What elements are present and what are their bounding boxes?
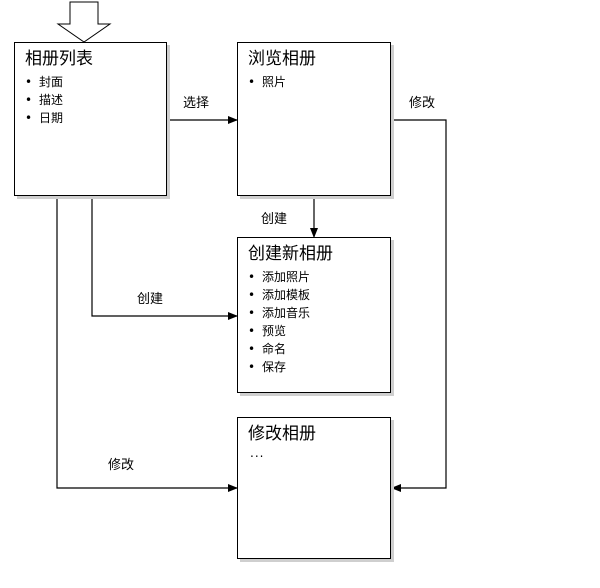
list-item: •添加音乐 — [248, 306, 311, 320]
list-item: •日期 — [25, 111, 64, 125]
list-item: •封面 — [25, 75, 64, 89]
bullet-icon: • — [248, 324, 256, 338]
edge-label-modify-right: 修改 — [409, 96, 436, 111]
bullet-icon: • — [25, 111, 33, 125]
node-edit-album: 修改相册 ... — [237, 417, 391, 559]
node-edit-album-ellipsis: ... — [250, 446, 265, 460]
list-item: •预览 — [248, 324, 287, 338]
bullet-icon: • — [248, 306, 256, 320]
list-item: •照片 — [248, 75, 287, 89]
node-create-album-items: •添加照片 •添加模板 •添加音乐 •预览 •命名 •保存 — [248, 268, 310, 376]
node-edit-album-title: 修改相册 — [248, 424, 316, 444]
edge-label-create-from-list: 创建 — [137, 292, 164, 307]
node-browse-album-items: •照片 — [248, 73, 286, 91]
bullet-icon: • — [248, 270, 256, 284]
bullet-icon: • — [248, 360, 256, 374]
list-item: •添加模板 — [248, 288, 311, 302]
edge-label-select: 选择 — [183, 96, 210, 111]
node-create-album-title: 创建新相册 — [248, 244, 333, 264]
node-create-album: 创建新相册 •添加照片 •添加模板 •添加音乐 •预览 •命名 •保存 — [237, 237, 391, 393]
node-browse-album-title: 浏览相册 — [248, 49, 316, 69]
edge-modify-from-browse — [391, 119, 447, 492]
bullet-icon: • — [248, 75, 256, 89]
bullet-icon: • — [25, 75, 33, 89]
bullet-icon: • — [248, 288, 256, 302]
edge-create-from-list — [91, 196, 238, 320]
node-browse-album: 浏览相册 •照片 — [237, 42, 391, 196]
edge-label-create-down: 创建 — [261, 212, 288, 227]
node-album-list: 相册列表 •封面 •描述 •日期 — [14, 42, 167, 196]
list-item: •保存 — [248, 360, 287, 374]
list-item: •添加照片 — [248, 270, 311, 284]
edge-modify-from-list — [56, 196, 238, 492]
node-album-list-title: 相册列表 — [25, 49, 93, 69]
edge-label-modify-left: 修改 — [108, 458, 135, 473]
list-item: •命名 — [248, 342, 287, 356]
bullet-icon: • — [25, 93, 33, 107]
bullet-icon: • — [248, 342, 256, 356]
node-album-list-items: •封面 •描述 •日期 — [25, 73, 63, 127]
entry-arrow — [56, 1, 112, 43]
list-item: •描述 — [25, 93, 64, 107]
